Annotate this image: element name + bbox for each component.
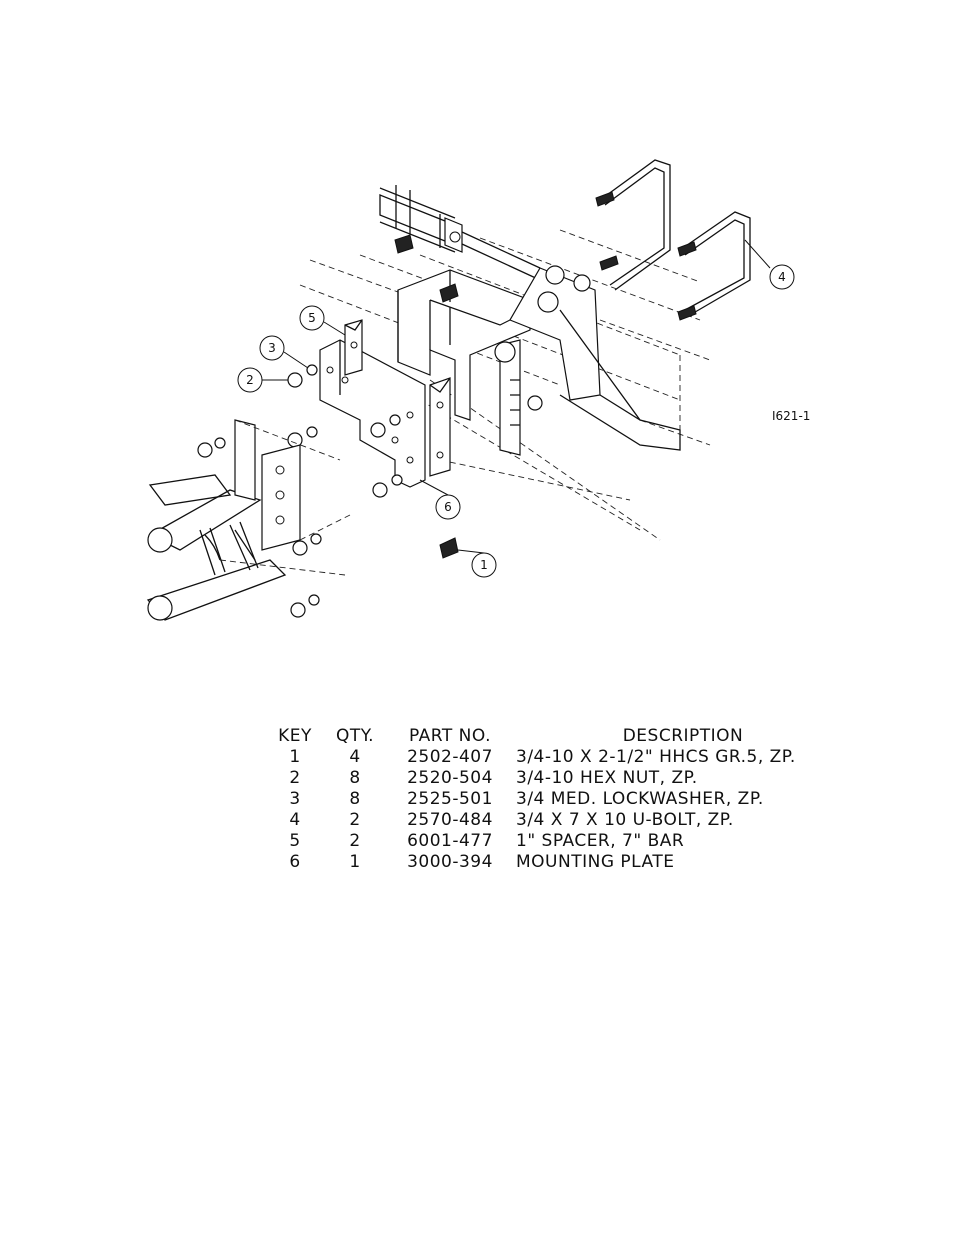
callout-2: 2 bbox=[238, 368, 262, 392]
header-qty: QTY. bbox=[320, 726, 390, 747]
table-row: 5 2 6001-477 1" SPACER, 7" BAR bbox=[270, 831, 856, 852]
table-row: 1 4 2502-407 3/4-10 X 2-1/2" HHCS GR.5, … bbox=[270, 747, 856, 768]
cell-key: 6 bbox=[270, 852, 320, 873]
cell-description: MOUNTING PLATE bbox=[510, 852, 856, 873]
cell-description: 3/4 X 7 X 10 U-BOLT, ZP. bbox=[510, 810, 856, 831]
callout-1: 1 bbox=[472, 553, 496, 577]
cell-part-no: 3000-394 bbox=[390, 852, 510, 873]
cell-key: 1 bbox=[270, 747, 320, 768]
parallel-linkage bbox=[148, 420, 350, 620]
cell-key: 5 bbox=[270, 831, 320, 852]
cell-key: 2 bbox=[270, 768, 320, 789]
callout-number: 3 bbox=[268, 341, 276, 355]
callout-number: 5 bbox=[308, 311, 316, 325]
cell-qty: 4 bbox=[320, 747, 390, 768]
cell-part-no: 2570-484 bbox=[390, 810, 510, 831]
cylinder bbox=[380, 185, 540, 280]
header-part-no: PART NO. bbox=[390, 726, 510, 747]
table-row: 4 2 2570-484 3/4 X 7 X 10 U-BOLT, ZP. bbox=[270, 810, 856, 831]
callout-4: 4 bbox=[770, 265, 794, 289]
cell-description: 1" SPACER, 7" BAR bbox=[510, 831, 856, 852]
table-row: 2 8 2520-504 3/4-10 HEX NUT, ZP. bbox=[270, 768, 856, 789]
callout-number: 4 bbox=[778, 270, 786, 284]
callout-3: 3 bbox=[260, 336, 284, 360]
cell-qty: 2 bbox=[320, 831, 390, 852]
cell-part-no: 2525-501 bbox=[390, 789, 510, 810]
cell-key: 4 bbox=[270, 810, 320, 831]
table-row: 6 1 3000-394 MOUNTING PLATE bbox=[270, 852, 856, 873]
callout-number: 2 bbox=[246, 373, 254, 387]
drawing-number: I621-1 bbox=[772, 409, 810, 423]
callout-number: 6 bbox=[444, 500, 452, 514]
cell-part-no: 2502-407 bbox=[390, 747, 510, 768]
callout-number: 1 bbox=[480, 558, 488, 572]
cell-key: 3 bbox=[270, 789, 320, 810]
cell-qty: 8 bbox=[320, 789, 390, 810]
cell-qty: 1 bbox=[320, 852, 390, 873]
cell-description: 3/4 MED. LOCKWASHER, ZP. bbox=[510, 789, 856, 810]
callout-6: 6 bbox=[436, 495, 460, 519]
cell-part-no: 2520-504 bbox=[390, 768, 510, 789]
header-key: KEY bbox=[270, 726, 320, 747]
table-header-row: KEY QTY. PART NO. DESCRIPTION bbox=[270, 726, 856, 747]
cell-qty: 8 bbox=[320, 768, 390, 789]
cell-description: 3/4-10 X 2-1/2" HHCS GR.5, ZP. bbox=[510, 747, 856, 768]
header-description: DESCRIPTION bbox=[510, 726, 856, 747]
cell-qty: 2 bbox=[320, 810, 390, 831]
cell-description: 3/4-10 HEX NUT, ZP. bbox=[510, 768, 856, 789]
exploded-assembly-drawing: 1 2 3 4 5 6 I621-1 bbox=[0, 0, 954, 700]
u-bolts bbox=[596, 160, 770, 320]
table-row: 3 8 2525-501 3/4 MED. LOCKWASHER, ZP. bbox=[270, 789, 856, 810]
cell-part-no: 6001-477 bbox=[390, 831, 510, 852]
callout-5: 5 bbox=[300, 306, 324, 330]
parts-list-table: KEY QTY. PART NO. DESCRIPTION 1 4 2502-4… bbox=[270, 726, 856, 873]
